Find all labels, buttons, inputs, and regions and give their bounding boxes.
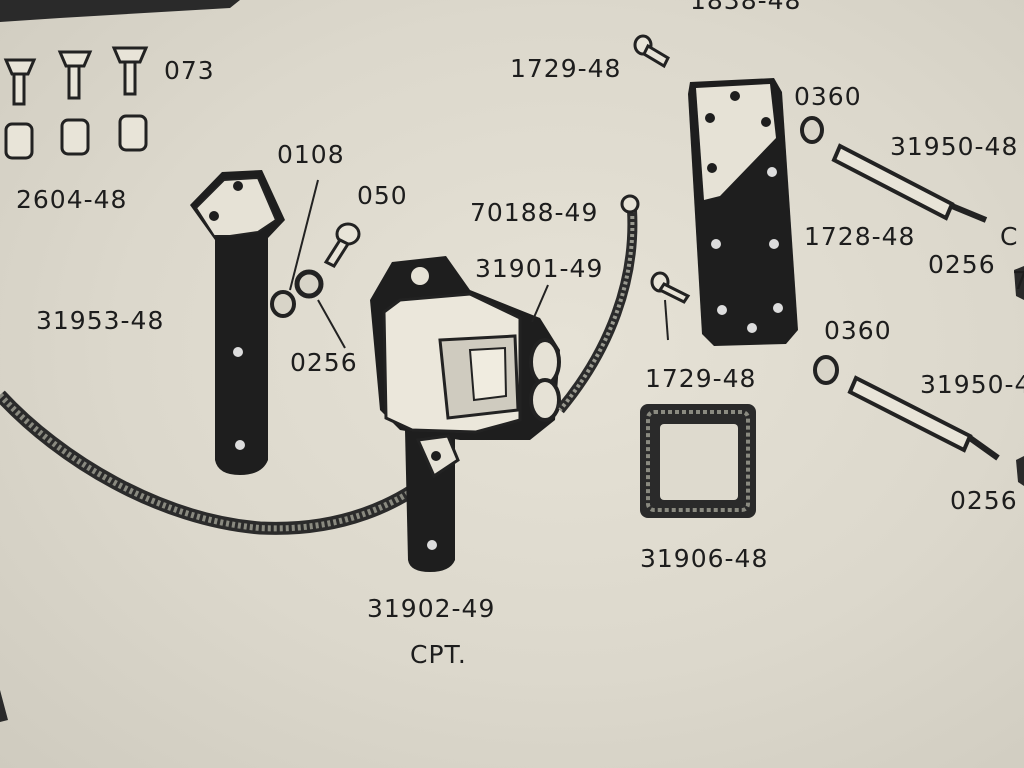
spacer-icon-group xyxy=(4,114,148,160)
screw-icon xyxy=(633,34,670,69)
label-gasket: 31906-48 xyxy=(640,544,769,573)
label-wire-lead: 70188-49 xyxy=(470,198,599,227)
washer-icon xyxy=(800,116,824,144)
label-washer-lower: 0360 xyxy=(824,316,892,345)
page-edge xyxy=(0,0,240,22)
label-switch-assembly-note: CPT. xyxy=(410,640,467,669)
label-lockwasher-upper: 0256 xyxy=(928,250,996,279)
label-cut-7: 7 xyxy=(1012,266,1024,295)
lockwasher-icon xyxy=(294,269,324,299)
rod-part xyxy=(847,375,1000,461)
lever-bracket-part xyxy=(190,170,285,475)
cable-braid xyxy=(0,392,442,532)
label-screw-top: 1729-48 xyxy=(510,54,622,83)
leader-line xyxy=(531,284,549,323)
label-screw-mid: 1729-48 xyxy=(645,364,757,393)
leader-line xyxy=(317,299,346,349)
label-screw-group: 073 xyxy=(164,56,215,85)
label-screw-050: 050 xyxy=(357,181,408,210)
screw-icon xyxy=(323,222,361,268)
label-rod-upper: 31950-48 xyxy=(890,132,1019,161)
label-switch-assembly: 31902-49 xyxy=(367,594,496,623)
wire-lead-part xyxy=(556,209,638,414)
label-washer-upper: 0360 xyxy=(794,82,862,111)
label-washer-0108: 0108 xyxy=(277,140,345,169)
screw-icon-group xyxy=(3,46,149,106)
leader-line xyxy=(289,179,319,291)
label-top-cut: 1838-48 xyxy=(690,0,802,15)
label-plate: 1728-48 xyxy=(804,222,916,251)
screw-icon xyxy=(650,271,691,304)
washer-icon xyxy=(813,355,839,385)
label-rod-lower: 31950-4 xyxy=(920,370,1024,399)
gasket-part xyxy=(640,404,756,518)
label-spacer-group: 2604-48 xyxy=(16,185,128,214)
label-cut-c: C xyxy=(1000,222,1019,251)
plate-part xyxy=(688,78,798,346)
switch-assembly-part xyxy=(370,256,561,572)
leader-line xyxy=(664,299,669,341)
label-lever-bracket: 31953-48 xyxy=(36,306,165,335)
label-lockwasher-left: 0256 xyxy=(290,348,358,377)
label-cover: 31901-49 xyxy=(475,254,604,283)
rod-part xyxy=(831,143,988,223)
washer-icon xyxy=(270,290,296,318)
label-lockwasher-lower: 0256 xyxy=(950,486,1018,515)
ring-terminal-icon xyxy=(620,194,640,214)
